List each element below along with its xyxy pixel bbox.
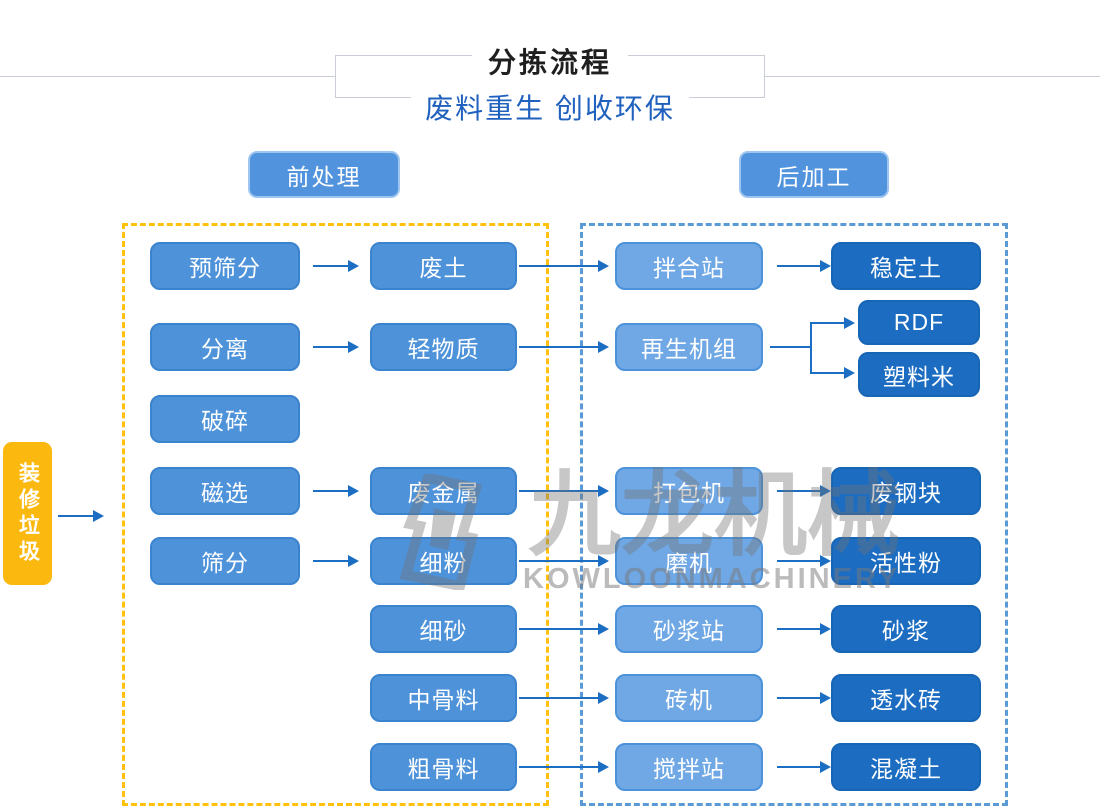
flow-arrow (777, 761, 831, 773)
flow-arrow (519, 623, 609, 635)
flow-arrow (313, 260, 359, 272)
flow-arrow (519, 485, 609, 497)
branch-stub-line (770, 346, 812, 348)
node-light-material: 轻物质 (370, 323, 517, 371)
node-mixing-station: 拌合站 (615, 242, 763, 290)
flow-arrow (777, 555, 831, 567)
flow-arrow (777, 623, 831, 635)
node-pre-screening: 预筛分 (150, 242, 300, 290)
flow-arrow (313, 485, 359, 497)
flow-arrow-pellets (811, 367, 855, 379)
header-line-left (0, 76, 335, 77)
node-permeable-brick: 透水砖 (831, 674, 981, 722)
flow-arrow-source (58, 510, 104, 522)
pretreatment-zone-border (122, 223, 549, 806)
node-rdf: RDF (858, 300, 980, 345)
node-concrete: 混凝土 (831, 743, 981, 791)
node-magnetic-separation: 磁选 (150, 467, 300, 515)
node-scrap-steel: 废钢块 (831, 467, 981, 515)
flow-arrow (519, 555, 609, 567)
node-active-powder: 活性粉 (831, 537, 981, 585)
page-subtitle: 废料重生 创收环保 (411, 87, 689, 127)
flow-arrow (777, 692, 831, 704)
node-brick-machine: 砖机 (615, 674, 763, 722)
node-coarse-aggregate: 粗骨料 (370, 743, 517, 791)
node-fine-powder: 细粉 (370, 537, 517, 585)
node-waste-soil: 废土 (370, 242, 517, 290)
node-baler: 打包机 (615, 467, 763, 515)
flow-arrow (519, 692, 609, 704)
node-mortar-station: 砂浆站 (615, 605, 763, 653)
flow-arrow (313, 555, 359, 567)
flow-arrow (519, 341, 609, 353)
node-medium-aggregate: 中骨料 (370, 674, 517, 722)
node-screening: 筛分 (150, 537, 300, 585)
node-recycling-unit: 再生机组 (615, 323, 763, 371)
node-mortar: 砂浆 (831, 605, 981, 653)
node-separation: 分离 (150, 323, 300, 371)
node-renovation-waste: 装修垃圾 (3, 442, 52, 585)
flow-arrow (777, 485, 831, 497)
flow-arrow (777, 260, 831, 272)
flow-arrow (519, 260, 609, 272)
node-concrete-batching: 搅拌站 (615, 743, 763, 791)
node-plastic-pellets: 塑料米 (858, 352, 980, 397)
section-label-pretreatment: 前处理 (248, 151, 400, 198)
page-title: 分拣流程 (471, 41, 629, 81)
flow-arrow-rdf (811, 317, 855, 329)
flow-arrow (519, 761, 609, 773)
node-fine-sand: 细砂 (370, 605, 517, 653)
node-mill: 磨机 (615, 537, 763, 585)
header-line-right (765, 76, 1100, 77)
branch-vertical-line (810, 322, 812, 374)
node-scrap-metal: 废金属 (370, 467, 517, 515)
node-crushing: 破碎 (150, 395, 300, 443)
flow-arrow (313, 341, 359, 353)
section-label-postprocessing: 后加工 (739, 151, 889, 198)
postprocessing-zone-border (580, 223, 1008, 806)
node-stabilized-soil: 稳定土 (831, 242, 981, 290)
